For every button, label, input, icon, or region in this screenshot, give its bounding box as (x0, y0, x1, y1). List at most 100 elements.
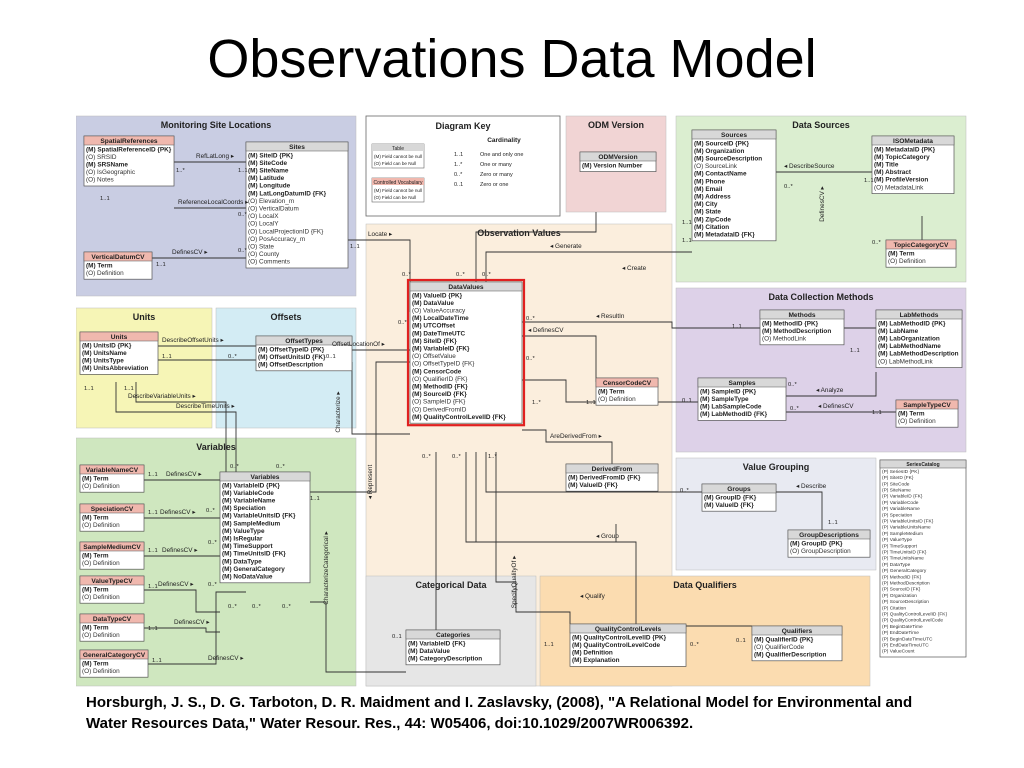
entity-header (83, 135, 175, 146)
entity-field: (P) MethodID {FK} (882, 574, 922, 580)
cardinality-label: 0..* (276, 464, 285, 470)
entity-field: (M) LabSampleCode (700, 404, 762, 411)
entity-field: (M) UnitsID {PK} (82, 342, 132, 349)
entity-header (79, 331, 159, 342)
entity-field: (M) State (694, 209, 721, 216)
group-title-qualifiers: Data Qualifiers (673, 580, 737, 590)
entity-Groups: Groups(M) GroupID {FK}(M) ValueID {FK} (701, 483, 777, 512)
entity-field: (P) Speciation (882, 512, 912, 518)
entity-header (79, 649, 149, 660)
entity-field: (P) MethodDescription (882, 581, 930, 587)
entity-field: (O) Comments (248, 259, 290, 266)
entity-header (895, 399, 959, 410)
cardinality-label: 0..* (252, 604, 261, 610)
entity-header (79, 575, 145, 586)
cardinality-label: 0..1 (736, 638, 746, 644)
relationship-line (144, 589, 220, 613)
entity-field: (M) SRSName (86, 162, 128, 169)
cardinality-label: 0..* (526, 356, 535, 362)
entity-field: (P) QualityControlLevelCode (882, 618, 943, 624)
cardinality-label: 0..* (790, 406, 799, 412)
relationship-label-vertical: SpecifyQualityOf ▸ (511, 556, 518, 609)
cardinality-meaning: One or many (480, 162, 512, 168)
entity-GeneralCategoryCV: GeneralCategoryCV(M) Term(O) Definition (79, 649, 149, 678)
cardinality-label: 0..* (680, 488, 689, 494)
cardinality-label: 0..* (526, 316, 535, 322)
entity-DerivedFrom: DerivedFrom(M) DerivedFromID {FK}(M) Val… (565, 463, 659, 492)
cardinality-label: 1..1 (124, 386, 134, 392)
entity-field: (P) SampleMedium (882, 531, 923, 537)
relationship-label: DescribeVariableUnits ▸ (128, 393, 196, 400)
cardinality-label: 1..1 (148, 626, 158, 632)
entity-field: (O) SampleID {FK} (412, 399, 466, 406)
entity-field: (M) Version Number (582, 162, 643, 169)
entity-field: (M) ValueID {PK} (412, 292, 463, 299)
relationship-line (475, 212, 597, 282)
entity-field: (M) IsRegular (222, 536, 263, 543)
entity-box (219, 471, 311, 584)
cardinality-label: 0..* (456, 272, 465, 278)
entity-field: (M) TimeUnitsID {FK} (222, 551, 286, 558)
entity-name: OffsetTypes (285, 338, 323, 345)
entity-field: (M) Term (86, 262, 113, 269)
cardinality-label: 1..1 (350, 244, 360, 250)
entity-field: (O) County (248, 251, 280, 258)
entity-field: (M) Abstract (874, 169, 912, 176)
entity-SampleMediumCV: SampleMediumCV(M) Term(O) Definition (79, 541, 145, 570)
entity-OffsetTypes: OffsetTypes(M) OffsetTypeID {PK}(M) Offs… (255, 335, 353, 372)
entity-field: (O) Definition (82, 522, 120, 529)
entity-name: CensorCodeCV (603, 380, 652, 387)
entity-field: (M) ProfileVersion (874, 177, 928, 184)
entity-header (875, 309, 963, 320)
entity-LabMethods: LabMethods(M) LabMethodID {PK}(M) LabNam… (875, 309, 963, 368)
entity-field: (P) SiteName (882, 488, 911, 494)
entity-field: (M) SiteName (248, 168, 289, 175)
relationship-label: DefinesCV ▸ (208, 655, 244, 662)
relationship-line (148, 591, 246, 665)
relationship-label: ◂ DefinesCV (818, 403, 854, 410)
entity-box (871, 135, 955, 194)
entity-field: (P) SourceDescription (882, 599, 929, 605)
entity-field: (M) LatLongDatumID {FK} (248, 190, 327, 197)
entity-field: (P) SourceID {FK} (882, 587, 921, 593)
entity-SampleTypeCV: SampleTypeCV(M) Term(O) Definition (895, 399, 959, 428)
entity-field: (M) Longitude (248, 183, 291, 190)
entity-field: (P) Organization (882, 593, 917, 599)
entity-box (409, 281, 523, 424)
relationship-label: DefinesCV ▸ (166, 471, 202, 478)
entity-SpatialReferences: SpatialReferences(M) SpatialReferenceID … (83, 135, 175, 187)
key-table-row: (M) Field cannot be null (374, 154, 422, 159)
entity-field: (O) Notes (86, 177, 114, 184)
entity-field: (M) LabMethodID {PK} (878, 320, 946, 327)
entity-header (751, 625, 843, 636)
entity-Categories: Categories(M) VariableID {FK}(M) DataVal… (405, 629, 501, 666)
entity-field: (M) QualifierDescription (754, 652, 827, 659)
entity-field: (M) Term (888, 250, 915, 257)
entity-field: (M) TimeSupport (222, 543, 274, 550)
relationship-label: ◂ DescribeSource (784, 163, 835, 170)
key-table-header-label: Table (392, 146, 404, 152)
entity-field: (M) NoDataValue (222, 574, 273, 581)
entity-header (255, 335, 353, 346)
cardinality-label: 1..* (488, 454, 497, 460)
relationship-label: DefinesCV ▸ (174, 619, 210, 626)
cardinality-label: 0..* (208, 582, 217, 588)
entity-field: (M) SampleMedium (222, 520, 281, 527)
entity-field: (M) MetadataID {PK} (874, 146, 936, 153)
key-cv-row: (O) Field can be Null (374, 195, 416, 200)
key-table-row: (O) Field can be Null (374, 161, 416, 166)
relationship-label: ReferenceLocalCoords ▸ (178, 199, 248, 206)
entity-DataTypeCV: DataTypeCV(M) Term(O) Definition (79, 613, 145, 642)
relationship-label: ◂ Group (596, 533, 619, 540)
entity-field: (M) GeneralCategory (222, 566, 285, 573)
entity-field: (M) Term (82, 514, 109, 521)
group-title-monitoring: Monitoring Site Locations (161, 120, 272, 130)
entity-name: Groups (727, 486, 751, 493)
entity-field: (M) SiteID {PK} (248, 152, 294, 159)
relationship-line (522, 429, 613, 464)
entity-field: (P) ValueCount (882, 649, 915, 655)
relationship-line (786, 372, 877, 397)
entity-field: (M) UnitsName (82, 350, 127, 357)
